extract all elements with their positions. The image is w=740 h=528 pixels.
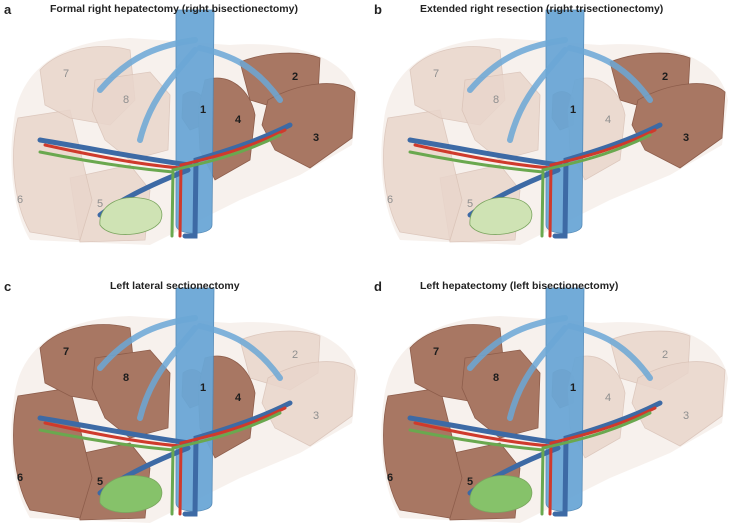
segment-3 bbox=[261, 83, 356, 169]
segment-label-6: 6 bbox=[386, 194, 394, 206]
segment-8 bbox=[91, 71, 171, 161]
liver-diagram bbox=[381, 287, 728, 523]
segment-label-4: 4 bbox=[234, 392, 242, 404]
gallbladder bbox=[469, 197, 533, 235]
segment-label-4: 4 bbox=[604, 114, 612, 126]
segment-label-3: 3 bbox=[312, 132, 320, 144]
liver-diagram bbox=[381, 9, 728, 245]
bile-duct bbox=[38, 133, 282, 238]
segment-label-5: 5 bbox=[466, 198, 474, 210]
hepatic-veins bbox=[467, 37, 653, 143]
hepatic-veins bbox=[97, 37, 283, 143]
segment-3 bbox=[631, 83, 726, 169]
segment-label-8: 8 bbox=[492, 94, 500, 106]
segment-label-4: 4 bbox=[234, 114, 242, 126]
segment-label-5: 5 bbox=[96, 476, 104, 488]
segment-label-6: 6 bbox=[16, 194, 24, 206]
panel-b: b Extended right resection (right trisec… bbox=[370, 0, 740, 264]
segment-label-2: 2 bbox=[661, 349, 669, 361]
segment-3 bbox=[261, 361, 356, 447]
hepatic-veins bbox=[467, 315, 653, 421]
segment-label-1: 1 bbox=[569, 104, 577, 116]
gallbladder bbox=[99, 197, 163, 235]
segment-6 bbox=[13, 109, 93, 241]
segment-8 bbox=[91, 349, 171, 439]
segment-label-7: 7 bbox=[432, 68, 440, 80]
hepatic-artery bbox=[413, 128, 657, 238]
panel-title: Left hepatectomy (left bisectionectomy) bbox=[420, 280, 619, 292]
segment-label-6: 6 bbox=[386, 472, 394, 484]
segment-label-8: 8 bbox=[122, 372, 130, 384]
panel-c: c Left lateral sectionectomy 1 2 3 4 5 6 7 8 bbox=[0, 264, 370, 528]
segment-6 bbox=[383, 387, 463, 519]
liver-diagram bbox=[11, 287, 359, 523]
bile-duct bbox=[38, 411, 282, 516]
bile-duct bbox=[408, 411, 652, 516]
bile-duct bbox=[408, 133, 652, 238]
segment-label-6: 6 bbox=[16, 472, 24, 484]
segment-8 bbox=[461, 349, 541, 439]
segment-label-7: 7 bbox=[62, 68, 70, 80]
segment-label-1: 1 bbox=[199, 382, 207, 394]
segment-label-8: 8 bbox=[492, 372, 500, 384]
panel-letter: a bbox=[4, 2, 12, 17]
panel-letter: d bbox=[374, 279, 382, 294]
segment-label-1: 1 bbox=[569, 382, 577, 394]
segment-label-1: 1 bbox=[199, 104, 207, 116]
segment-3 bbox=[631, 361, 726, 447]
panel-title: Left lateral sectionectomy bbox=[110, 280, 240, 292]
gallbladder bbox=[469, 475, 533, 513]
hepatic-veins bbox=[97, 315, 283, 421]
panel-letter: c bbox=[4, 279, 12, 294]
segment-label-8: 8 bbox=[122, 94, 130, 106]
segment-label-3: 3 bbox=[682, 410, 690, 422]
segment-label-2: 2 bbox=[291, 349, 299, 361]
panel-a: a Formal right hepatectomy (right bisect… bbox=[0, 0, 370, 264]
segment-label-7: 7 bbox=[62, 346, 70, 358]
segment-label-2: 2 bbox=[291, 71, 299, 83]
hepatic-artery bbox=[43, 128, 287, 238]
liver-diagram bbox=[11, 9, 359, 245]
panel-d: d Left hepatectomy (left bisectionectomy… bbox=[370, 264, 740, 528]
segment-6 bbox=[383, 109, 463, 241]
segment-label-5: 5 bbox=[466, 476, 474, 488]
segment-label-3: 3 bbox=[312, 410, 320, 422]
hepatic-artery bbox=[43, 406, 287, 516]
panel-title: Extended right resection (right trisecti… bbox=[420, 3, 664, 15]
segment-6 bbox=[13, 387, 93, 519]
segment-label-4: 4 bbox=[604, 392, 612, 404]
gallbladder bbox=[99, 475, 163, 513]
segment-8 bbox=[461, 71, 541, 161]
panel-letter: b bbox=[374, 2, 382, 17]
segment-label-2: 2 bbox=[661, 71, 669, 83]
panel-title: Formal right hepatectomy (right bisectio… bbox=[50, 3, 298, 15]
segment-label-7: 7 bbox=[432, 346, 440, 358]
hepatic-artery bbox=[413, 406, 657, 516]
segment-label-5: 5 bbox=[96, 198, 104, 210]
segment-label-3: 3 bbox=[682, 132, 690, 144]
